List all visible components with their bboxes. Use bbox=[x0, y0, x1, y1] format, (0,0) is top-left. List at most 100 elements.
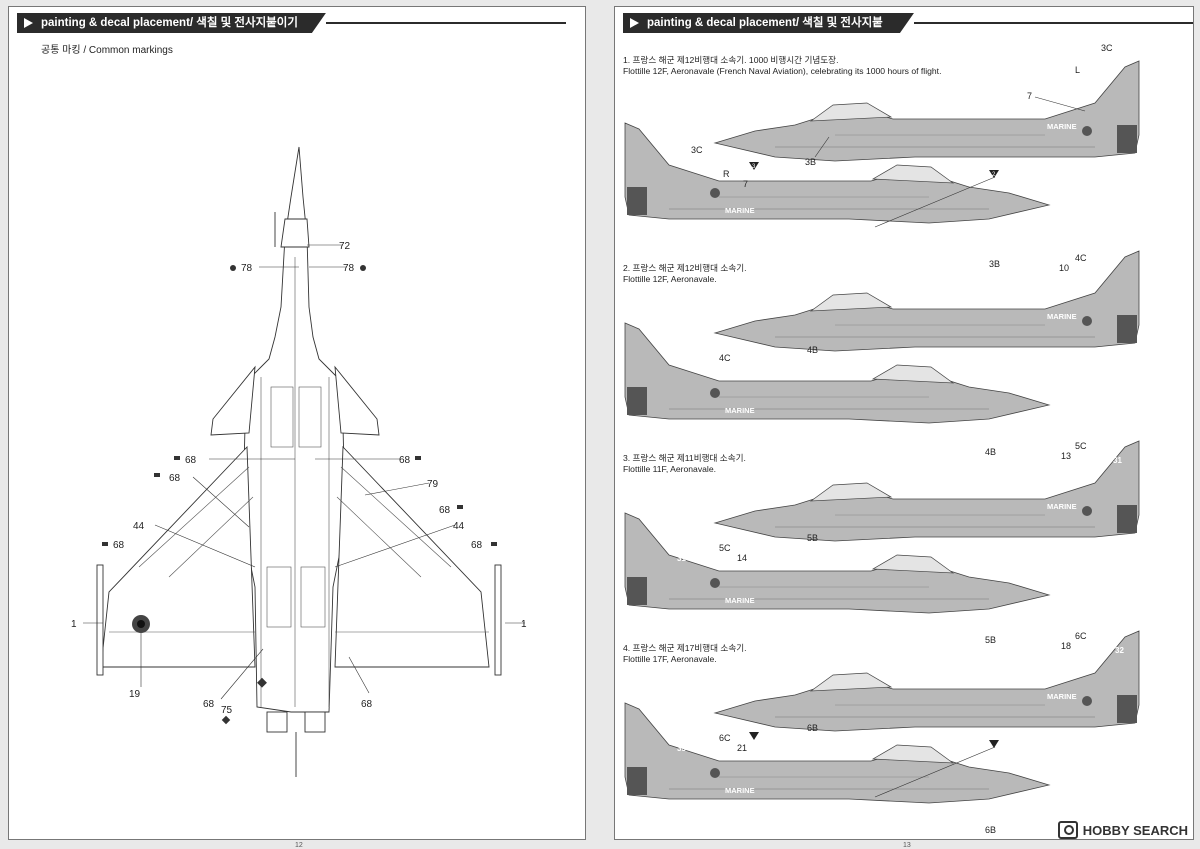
watermark: HOBBY SEARCH bbox=[1057, 821, 1188, 839]
decal-symbol bbox=[491, 542, 497, 546]
aircraft-top-view: 72 78 78 68 68 68 79 68 44 44 68 68 1 1 … bbox=[71, 146, 527, 777]
leader-line bbox=[814, 136, 830, 158]
callout-68-h: 68 bbox=[361, 699, 373, 710]
arrow-icon bbox=[630, 18, 639, 28]
tail-number: 31 bbox=[1113, 456, 1122, 465]
fuselage-outline bbox=[242, 146, 346, 713]
variant-3-top-jet bbox=[714, 440, 1140, 542]
variant-4-title-en: Flottille 17F, Aeronavale. bbox=[623, 654, 717, 664]
callout-label: 6C bbox=[1075, 631, 1087, 641]
callout-label: L bbox=[1075, 65, 1080, 75]
decal-symbol bbox=[102, 542, 108, 546]
cockpit-panel bbox=[280, 218, 310, 248]
leader-line bbox=[348, 656, 370, 694]
side-views: MARINE MARINE MARINE MARINE MARINE MARIN… bbox=[624, 43, 1140, 835]
decal-diamond bbox=[221, 715, 231, 725]
pylon-line bbox=[168, 496, 254, 578]
marine-marking: MARINE bbox=[1047, 502, 1077, 511]
callout-label: 4B bbox=[807, 345, 818, 355]
marine-marking: MARINE bbox=[725, 786, 755, 795]
marine-marking: MARINE bbox=[725, 206, 755, 215]
marine-marking: MARINE bbox=[725, 596, 755, 605]
pylon-line bbox=[340, 466, 452, 568]
watermark-text: HOBBY SEARCH bbox=[1082, 822, 1188, 838]
right-wingtip-rail bbox=[494, 564, 502, 676]
tail-number: 31 bbox=[677, 554, 686, 563]
section-header: painting & decal placement/ 색칠 및 전사지붙이기 bbox=[17, 13, 566, 33]
callout-44-left: 44 bbox=[133, 521, 145, 532]
callout-label: 6C bbox=[719, 733, 731, 743]
marine-marking: MARINE bbox=[1047, 122, 1077, 131]
callout-label: 3B bbox=[989, 259, 1000, 269]
variant-3-title: 3. 프랑스 해군 제11비행대 소속기. Flottille 11F, Aer… bbox=[623, 453, 746, 475]
callout-68-g: 68 bbox=[203, 699, 215, 710]
variant-4-title-ko: 4. 프랑스 해군 제17비행대 소속기. bbox=[623, 643, 747, 653]
direction-marker-label: 2 bbox=[992, 172, 996, 178]
right-page: painting & decal placement/ 색칠 및 전사지붙이기 … bbox=[614, 6, 1194, 849]
direction-marker bbox=[749, 732, 759, 740]
variant-2-top-jet bbox=[714, 250, 1140, 352]
marine-marking: MARINE bbox=[1047, 692, 1077, 701]
decal-symbol bbox=[457, 505, 463, 509]
variant-1-title: 1. 프랑스 해군 제12비행대 소속기. 1000 비행시간 기념도장. Fl… bbox=[623, 55, 941, 77]
right-wing bbox=[334, 445, 490, 668]
intake-panel bbox=[298, 386, 322, 448]
leader-line bbox=[874, 176, 996, 228]
pylon-line bbox=[336, 496, 422, 578]
decal-symbol bbox=[360, 265, 366, 271]
callout-label: 7 bbox=[1027, 91, 1032, 101]
direction-marker bbox=[989, 170, 999, 178]
callout-label: 7 bbox=[743, 179, 748, 189]
arrow-icon bbox=[24, 18, 33, 28]
decal-symbol bbox=[154, 473, 160, 477]
header-rule bbox=[325, 22, 566, 24]
leader-line bbox=[220, 648, 264, 700]
page-number: 12 bbox=[295, 842, 303, 849]
tail-number: 33 bbox=[677, 744, 686, 753]
variant-3-title-ko: 3. 프랑스 해군 제11비행대 소속기. bbox=[623, 453, 746, 463]
callout-44-right: 44 bbox=[453, 521, 465, 532]
variant-4-title: 4. 프랑스 해군 제17비행대 소속기. Flottille 17F, Aer… bbox=[623, 643, 747, 665]
variant-1-top-jet bbox=[714, 60, 1140, 162]
left-page: painting & decal placement/ 색칠 및 전사지붙이기 … bbox=[8, 6, 586, 849]
callout-label: 4C bbox=[1075, 253, 1087, 263]
left-canard bbox=[210, 365, 256, 436]
leader-line bbox=[334, 524, 456, 568]
callout-68-c: 68 bbox=[169, 473, 181, 484]
leader-line bbox=[192, 476, 250, 528]
callout-79: 79 bbox=[427, 479, 439, 490]
callout-label: 18 bbox=[1061, 641, 1071, 651]
hobby-search-logo-icon bbox=[1057, 821, 1078, 839]
variant-1-title-en: Flottille 12F, Aeronavale (French Naval … bbox=[623, 66, 942, 76]
leader-line bbox=[874, 746, 996, 798]
callout-1-left: 1 bbox=[71, 619, 77, 630]
direction-marker-label: 3 bbox=[752, 164, 756, 170]
callout-label: 6B bbox=[985, 825, 996, 835]
variant-3-title-en: Flottille 11F, Aeronavale. bbox=[623, 464, 716, 474]
callout-label: 5B bbox=[807, 533, 818, 543]
variant-2-title: 2. 프랑스 해군 제12비행대 소속기. Flottille 12F, Aer… bbox=[623, 263, 747, 285]
callout-72: 72 bbox=[339, 241, 351, 252]
callout-68-f: 68 bbox=[471, 540, 483, 551]
roundel-center bbox=[137, 620, 145, 628]
callout-label: 4C bbox=[719, 353, 731, 363]
callout-label: 5B bbox=[985, 635, 996, 645]
callout-label: 5C bbox=[719, 543, 731, 553]
page-number: 13 bbox=[903, 842, 911, 849]
variant-4-top-jet bbox=[714, 630, 1140, 732]
callout-label: 10 bbox=[1059, 263, 1069, 273]
callout-label: 3C bbox=[1101, 43, 1113, 53]
intake-panel bbox=[270, 386, 294, 448]
callout-78-left: 78 bbox=[241, 263, 253, 274]
right-exhaust bbox=[304, 711, 326, 733]
decal-symbol bbox=[174, 456, 180, 460]
tail-number: 32 bbox=[1115, 646, 1124, 655]
callout-label: 6B bbox=[807, 723, 818, 733]
direction-marker bbox=[749, 162, 759, 170]
leader-line bbox=[364, 482, 430, 496]
variant-2-title-ko: 2. 프랑스 해군 제12비행대 소속기. bbox=[623, 263, 747, 273]
engine-panel bbox=[300, 566, 326, 628]
callout-68-b: 68 bbox=[399, 455, 411, 466]
direction-marker bbox=[989, 740, 999, 748]
leader-line bbox=[1034, 96, 1086, 112]
